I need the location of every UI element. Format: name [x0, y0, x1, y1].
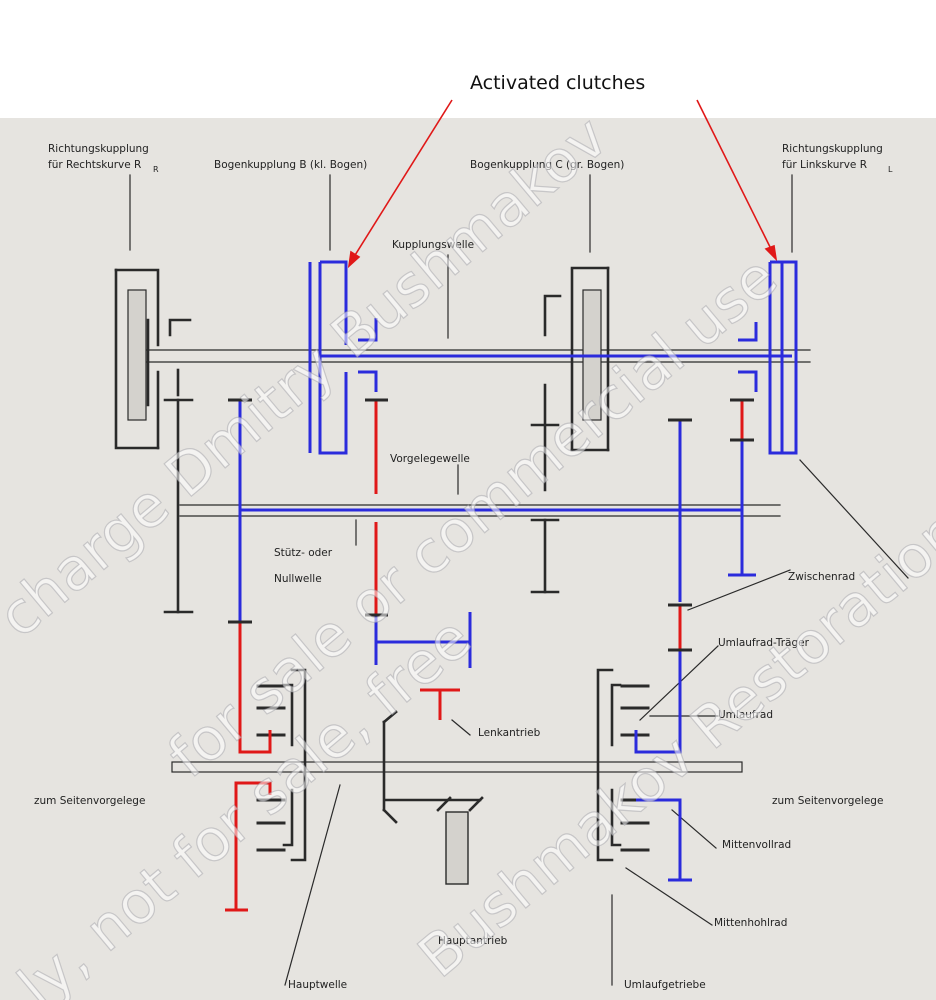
left-planet-inner-2 — [282, 788, 294, 847]
active-path-red — [225, 400, 744, 912]
label-main-drive: Hauptantrieb — [438, 935, 508, 947]
leader-main-shaft — [284, 784, 341, 986]
label-arc-b: Bogenkupplung B (kl. Bogen) — [214, 159, 367, 171]
left-planet-housing — [290, 668, 307, 862]
label-rr-2: für Rechtskurve R — [48, 159, 141, 171]
left-sun-red — [234, 781, 272, 910]
arrowhead-clutch-b — [347, 250, 361, 269]
left-planet-inner — [282, 683, 294, 747]
label-steering: Lenkantrieb — [478, 727, 541, 739]
label-ring: Mittenhohlrad — [714, 917, 787, 929]
watermark-line-3: Bushmakov Restoration — [405, 497, 936, 991]
leader-idler-2 — [687, 569, 791, 611]
bevel-right-tick-1 — [436, 796, 452, 812]
label-rl-2: für Linkskurve R — [782, 159, 867, 171]
bevel-left-top — [382, 710, 398, 724]
label-planetary: Umlaufgetriebe — [624, 979, 706, 991]
right-planet-inner-2 — [610, 788, 622, 847]
header-area: Activated clutches — [0, 0, 936, 118]
label-main-shaft: Hauptwelle — [288, 979, 347, 991]
bevel-left-bot — [382, 808, 398, 824]
arrowhead-clutch-rl — [764, 244, 778, 262]
label-rr-sub: R — [153, 165, 159, 174]
watermark-line-2: for sale or commercial use — [155, 243, 790, 791]
main-drive-shaft — [445, 811, 469, 885]
clutch-rr-housing — [114, 268, 160, 450]
clutch-c — [530, 266, 610, 492]
clutch-c-gear — [543, 294, 562, 337]
label-sun: Mittenvollrad — [722, 839, 791, 851]
label-rr-1: Richtungskupplung — [48, 143, 149, 155]
clutch-rl-housing-blue — [768, 260, 798, 455]
caption-arrows — [347, 99, 778, 269]
leader-ring — [625, 867, 713, 926]
clutch-rr-disc — [127, 289, 147, 421]
clutch-rr — [114, 268, 192, 450]
label-side-right: zum Seitenvorgelege — [772, 795, 883, 807]
clutch-b-gear-low-blue — [358, 370, 378, 392]
arrow-to-clutch-b — [351, 99, 453, 261]
label-countershaft: Vorgelegewelle — [390, 453, 470, 465]
left-planet-red — [238, 622, 272, 754]
label-clutch-shaft: Kupplungswelle — [392, 239, 474, 251]
label-side-left: zum Seitenvorgelege — [34, 795, 145, 807]
caption-activated-clutches: Activated clutches — [470, 72, 646, 94]
right-planet-housing — [596, 668, 614, 862]
right-sun-blue — [636, 798, 682, 880]
clutch-rr-housing-top — [114, 268, 160, 347]
mechanism-black — [114, 174, 909, 986]
arrow-to-clutch-rl — [696, 99, 774, 254]
clutch-rl-gear-low-blue — [738, 370, 758, 392]
right-planet-inner — [610, 683, 622, 747]
right-planet-input-blue — [634, 650, 682, 754]
label-arc-c: Bogenkupplung C (gr. Bogen) — [470, 159, 624, 171]
label-idler: Zwischenrad — [788, 571, 855, 583]
label-carrier: Umlaufrad-Träger — [718, 637, 810, 649]
clutch-rr-gear — [168, 318, 192, 337]
label-planet: Umlaufrad — [718, 709, 773, 721]
label-rl-sub: L — [888, 165, 893, 174]
clutch-rl-gear-blue — [738, 322, 758, 342]
label-support-1: Stütz- oder — [274, 547, 333, 559]
clutch-b-gear-blue — [358, 318, 378, 342]
gear-ticks — [228, 398, 754, 652]
label-rl-1: Richtungskupplung — [782, 143, 883, 155]
diagram-labels: Richtungskupplung für Rechtskurve R R Bo… — [34, 143, 893, 991]
leader-idler — [799, 459, 909, 579]
leader-steering — [451, 719, 471, 736]
active-path-blue — [238, 260, 798, 882]
bevel-right-tick-2 — [468, 796, 484, 812]
clutch-b-housing-blue — [320, 260, 348, 345]
label-support-2: Nullwelle — [274, 573, 322, 585]
main-shaft — [171, 761, 743, 773]
